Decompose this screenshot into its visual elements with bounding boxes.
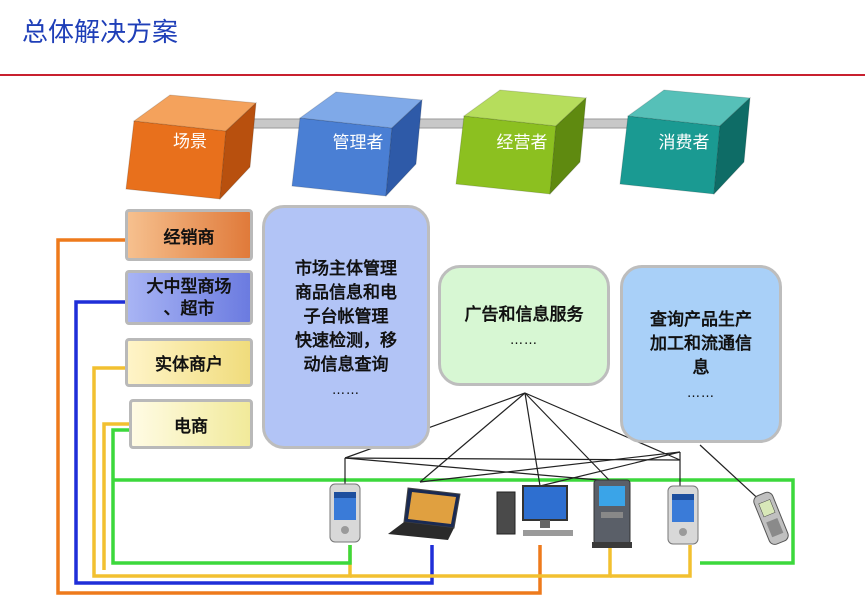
panel-market-management-text: 市场主体管理 商品信息和电 子台帐管理 快速检测，移 动信息查询 [295, 258, 397, 375]
category-distributor: 经销商 [125, 209, 253, 261]
panel-market-management: 市场主体管理 商品信息和电 子台帐管理 快速检测，移 动信息查询 …… [262, 205, 430, 449]
green-connector-loop [111, 428, 352, 565]
category-physical-merchant-label: 实体商户 [155, 355, 223, 375]
panel-product-query: 查询产品生产 加工和流通信 息 …… [620, 265, 782, 443]
cube-side-face [549, 96, 587, 196]
pda-icon [667, 485, 699, 545]
blue-connector [74, 300, 434, 585]
category-ecommerce-label: 电商 [174, 416, 208, 437]
cube-side-face [385, 98, 423, 198]
panel-ad-info-service: 广告和信息服务 …… [438, 265, 610, 386]
page-title: 总体解决方案 [22, 18, 179, 48]
panel-product-query-ellipsis: …… [687, 385, 715, 401]
yellow-connector-b [350, 545, 612, 578]
yellow-connector-a [92, 366, 352, 578]
category-physical-merchant: 实体商户 [125, 338, 253, 387]
panel-market-management-ellipsis: …… [332, 382, 360, 398]
cube-scene [125, 94, 258, 201]
cube-operator [455, 89, 588, 196]
category-mall-supermarket-label: 大中型商场 、超市 [146, 276, 232, 319]
category-mall-supermarket: 大中型商场 、超市 [125, 270, 253, 325]
cube-manager [291, 91, 424, 198]
title-divider [0, 74, 865, 76]
cube-label-manager: 管理者 [332, 133, 384, 153]
panel-product-query-text: 查询产品生产 加工和流通信 息 [650, 309, 752, 378]
panel-ad-info-service-text: 广告和信息服务 [464, 305, 584, 325]
category-connector-lines [56, 238, 795, 595]
cube-side-face [713, 96, 751, 196]
cube-label-scene: 场景 [173, 132, 207, 152]
panel-ad-info-service-ellipsis: …… [510, 333, 538, 348]
yellow-connector-d [102, 422, 129, 570]
yellow-connector-c [610, 545, 692, 578]
desktop-computer-icon [496, 485, 573, 536]
kiosk-terminal-icon [592, 479, 632, 548]
category-distributor-label: 经销商 [163, 227, 215, 248]
laptop-icon [388, 487, 461, 540]
mobile-phone-icon [753, 491, 789, 545]
pda-icon [329, 483, 361, 543]
green-connector-rail [113, 478, 795, 565]
cube-label-operator: 经营者 [496, 133, 548, 153]
cube-label-consumer: 消费者 [658, 133, 710, 153]
category-ecommerce: 电商 [129, 399, 253, 449]
cube-consumer [619, 89, 752, 196]
cube-side-face [219, 101, 257, 201]
